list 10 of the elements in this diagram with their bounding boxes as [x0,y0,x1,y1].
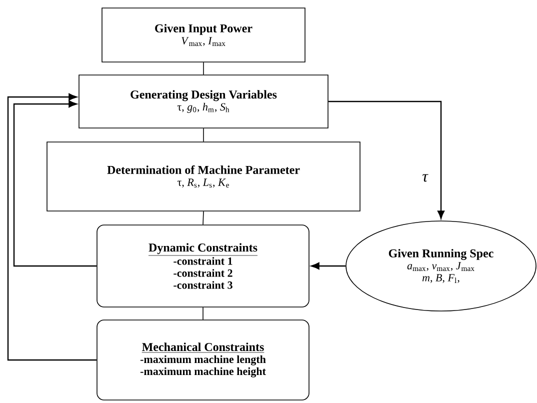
process-box: Determination of Machine Parameter τ, R$_{s}$, L$_{s}$, K$_{e}$ [46,142,360,212]
arrow [311,262,346,270]
arrow [13,100,97,267]
arrow [328,100,445,219]
process-box: Given Input Power V$_{max}$, I$_{max}$ [102,8,306,62]
constraint-box: Dynamic Constraints -constraint 1 -constraint 2 -constraint 3 [96,224,310,308]
constraint-box: Mechanical Constraints -maximum machine length -maximum machine height [96,320,310,400]
edge-label: τ [421,173,429,183]
arrow [7,93,97,361]
process-box: Generating Design Variables τ, g$_{0}$, h$_{m}$, S$_{h}$ [78,74,328,128]
